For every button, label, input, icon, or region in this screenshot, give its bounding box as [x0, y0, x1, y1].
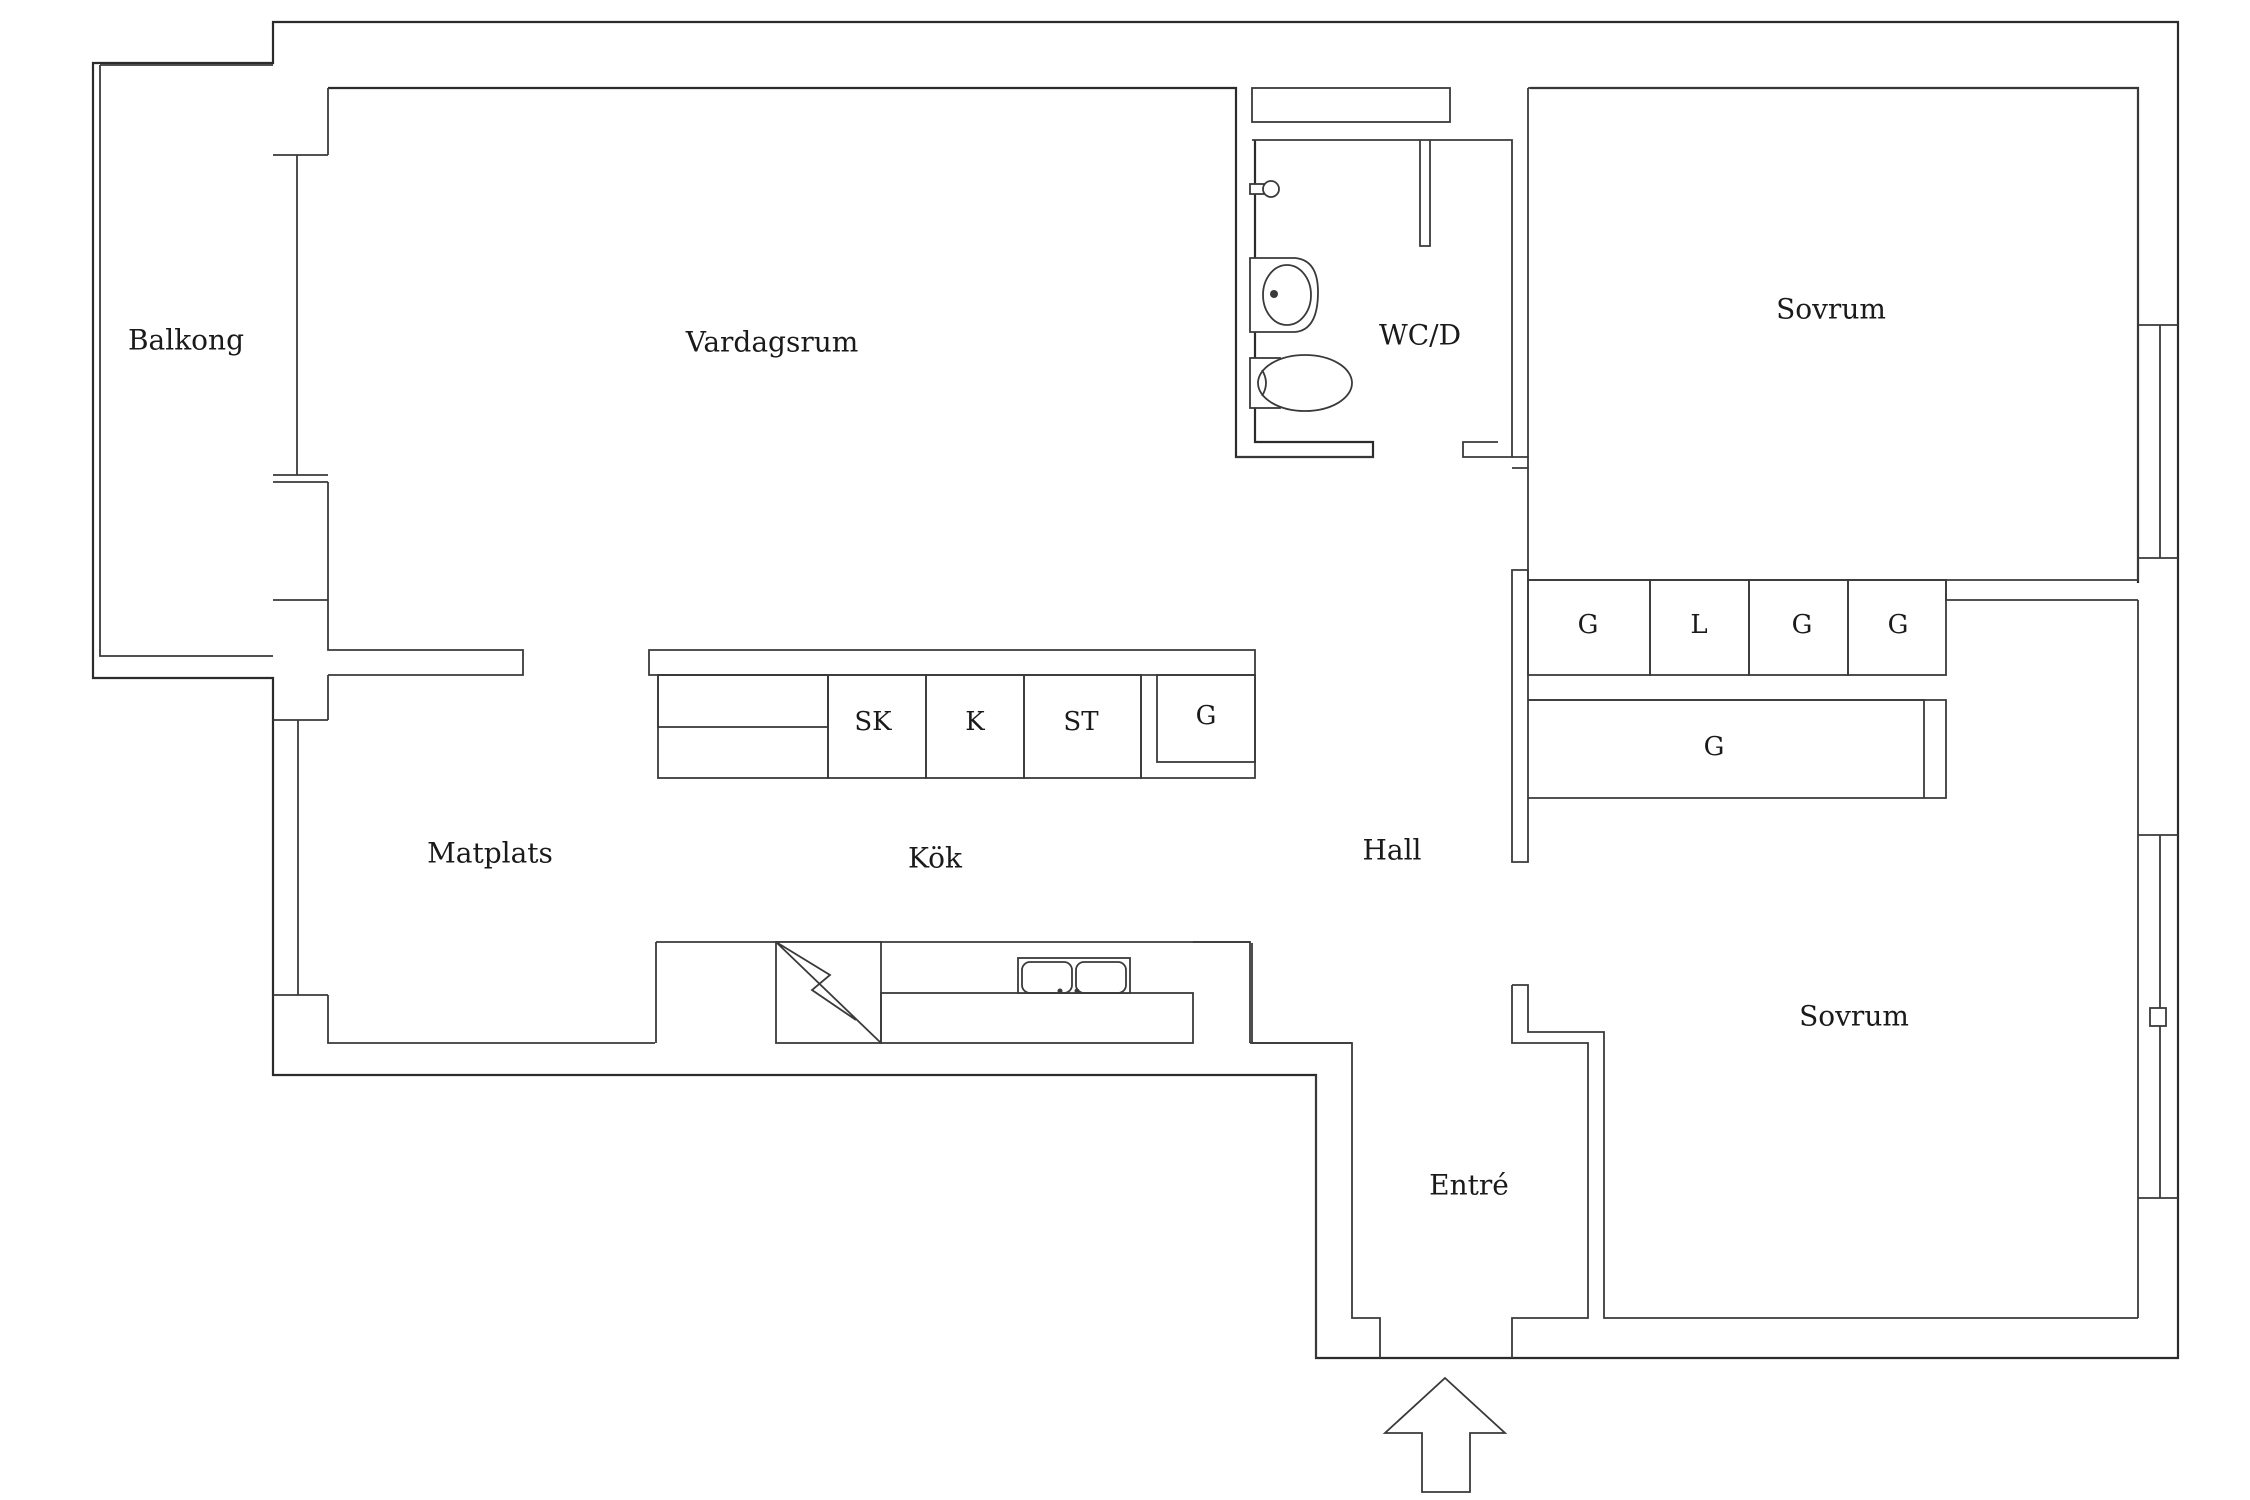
bedroom-2-walls — [1511, 834, 2178, 1358]
dining-label: Matplats — [427, 837, 553, 870]
sink-icon — [1249, 257, 1319, 333]
closet-g-1: G — [1578, 610, 1599, 640]
closet-row — [1511, 569, 2139, 1318]
entrance-label: Entré — [1429, 1169, 1509, 1202]
entrance-walls — [1251, 943, 1381, 1358]
wardrobe-g: G — [1704, 732, 1725, 762]
bedroom-2-label: Sovrum — [1799, 1000, 1909, 1033]
hall-label: Hall — [1362, 834, 1421, 867]
bedroom-1-walls — [1527, 87, 2178, 581]
closet-g-3: G — [1888, 610, 1909, 640]
closet-g-2: G — [1792, 610, 1813, 640]
wc-label: WC/D — [1379, 319, 1461, 352]
kitchen-unit-sk: SK — [854, 707, 892, 737]
entrance-arrow-icon — [1382, 1376, 1508, 1493]
outer-walls — [91, 20, 2180, 1360]
bedroom-1-label: Sovrum — [1776, 293, 1886, 326]
kitchen-island — [648, 649, 1256, 779]
dining-window — [273, 675, 655, 1044]
fixture-labels: SK K ST G G L G G G — [854, 610, 1908, 762]
living-room-label: Vardagsrum — [685, 326, 859, 359]
closet-l: L — [1690, 610, 1707, 640]
balcony-label: Balkong — [128, 324, 244, 357]
kitchen-label: Kök — [908, 842, 963, 875]
balcony — [99, 64, 524, 676]
toilet-icon — [1249, 354, 1353, 412]
wc-room — [1236, 87, 1529, 469]
kitchen-sink-icon — [1017, 957, 1131, 994]
room-labels: Balkong Vardagsrum WC/D Sovrum Matplats … — [128, 293, 1909, 1202]
kitchen-counter — [655, 941, 1352, 1044]
tap-icon — [1249, 183, 1265, 195]
kitchen-unit-g: G — [1196, 701, 1217, 731]
kitchen-unit-k: K — [965, 707, 985, 737]
kitchen-unit-st: ST — [1063, 707, 1099, 737]
